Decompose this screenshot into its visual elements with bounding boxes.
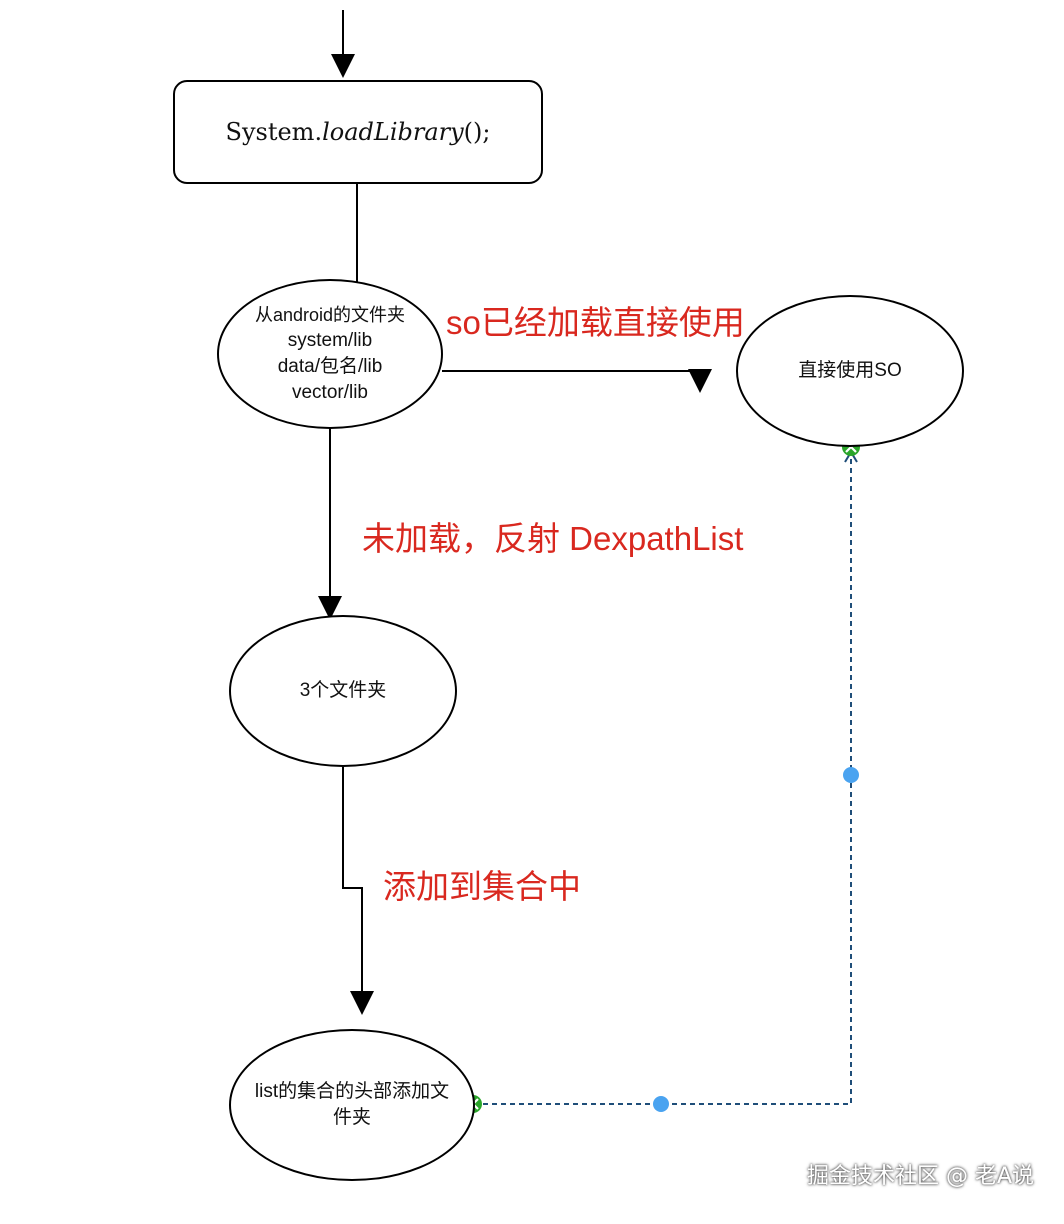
load-library-node[interactable]: System.loadLibrary(); [173,80,543,184]
search-folders-label: 从android的文件夹 system/lib data/包名/lib vect… [254,305,406,403]
edge-label-loaded: so已经加载直接使用 [446,304,745,341]
search-folders-node[interactable]: 从android的文件夹 system/lib data/包名/lib vect… [217,279,443,429]
list-head-node[interactable]: list的集合的头部添加文 件夹 [229,1029,475,1181]
three-folders-label: 3个文件夹 [299,680,387,701]
use-so-node[interactable]: 直接使用SO [736,295,964,447]
edge-three-folders-to-list-head [342,767,374,1015]
three-folders-node[interactable]: 3个文件夹 [229,615,457,767]
list-head-label: list的集合的头部添加文 件夹 [254,1081,450,1128]
load-library-label: System.loadLibrary(); [225,118,491,146]
edge-label-add-to-set: 添加到集合中 [383,868,581,905]
edge-label-not-loaded: 未加载，反射 DexpathList [362,520,744,557]
edge-search-to-use-so [442,369,712,393]
connector-handle-dot[interactable] [843,767,859,783]
connector-handle-dot[interactable] [653,1096,669,1112]
watermark: 掘金技术社区 @ 老A说 [806,1164,1034,1189]
use-so-label: 直接使用SO [798,360,902,381]
